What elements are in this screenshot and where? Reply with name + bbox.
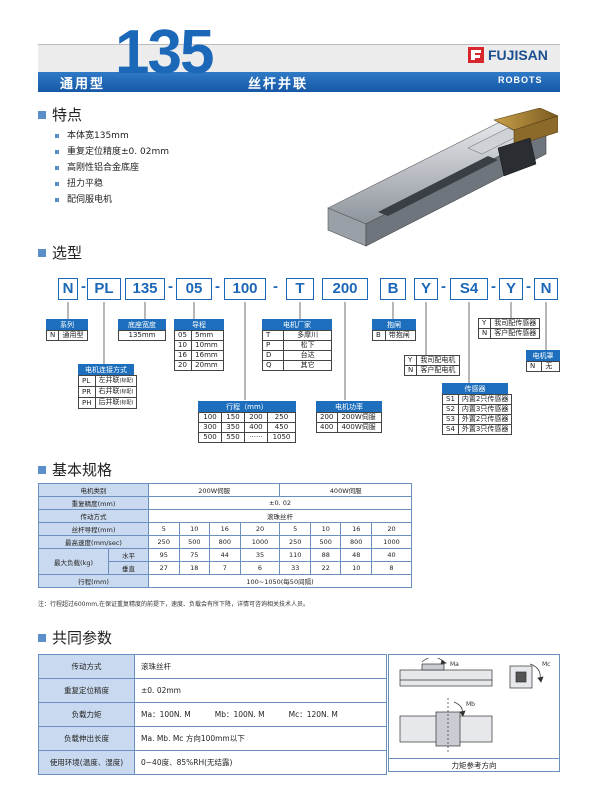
spec-table: 电机类别 200W伺服 400W伺服 重复精度(mm)±0. 02 传动方式滚珠…	[38, 483, 412, 588]
header-left-text: 通用型	[60, 77, 106, 92]
mb-label: Mb	[466, 701, 475, 708]
ma-label: Ma	[450, 661, 459, 668]
code-dash: -	[215, 278, 220, 295]
brake-header: 抱闸	[372, 319, 416, 330]
brand-sub: ROBOTS	[498, 75, 543, 85]
section-marker	[38, 249, 46, 257]
selection-title: 选型	[52, 244, 83, 262]
common-title: 共同参数	[52, 629, 113, 647]
feature-item: 配伺服电机	[55, 192, 112, 205]
brand-name: FUJISAN	[488, 47, 548, 63]
code-connection: PL	[87, 278, 121, 300]
code-motor-cover: N	[534, 278, 558, 300]
code-dash: -	[491, 278, 496, 295]
moment-figure	[388, 654, 560, 772]
spec-note: 注：行程超过600mm,在保证重复精度的前提下，速度、负载会有所下降，详情可咨询…	[38, 601, 310, 608]
spec-title: 基本规格	[52, 461, 113, 479]
power-header: 电机功率	[316, 401, 382, 412]
model-number: 135	[115, 18, 214, 87]
fujisan-logo-icon	[468, 47, 484, 63]
feature-item: 本体宽135mm	[55, 128, 129, 141]
code-sensor-choice: Y	[499, 278, 523, 300]
width-header: 底座宽度	[118, 319, 166, 330]
code-width: 135	[125, 278, 165, 300]
code-dash: -	[81, 278, 86, 295]
motor-cover-header: 电机罩	[526, 350, 560, 361]
code-sensor: S4	[450, 278, 488, 300]
feature-item: 扭力平稳	[55, 176, 103, 189]
features-title: 特点	[52, 106, 83, 124]
code-power: 200	[322, 278, 368, 300]
motor-maker-header: 电机厂家	[262, 319, 332, 330]
code-series: N	[58, 278, 78, 300]
mc-label: Mc	[542, 661, 550, 668]
code-dash: -	[168, 278, 173, 295]
feature-item: 重复定位精度±0. 02mm	[55, 144, 169, 157]
feature-item: 高刚性铝合金底座	[55, 160, 139, 173]
width-table: 135mm	[118, 330, 166, 341]
section-marker	[38, 466, 46, 474]
code-brake: B	[380, 278, 406, 300]
moment-diagram: Ma Mc Mb	[399, 658, 550, 754]
stroke-header: 行程（mm）	[198, 401, 296, 412]
product-illustration	[327, 108, 558, 247]
moment-figure-caption: 力矩参考方向	[388, 758, 560, 772]
selection-connectors	[67, 302, 547, 400]
code-motor-choice: Y	[414, 278, 438, 300]
code-dash: -	[441, 278, 446, 295]
code-motor-maker: T	[286, 278, 314, 300]
code-stroke: 100	[224, 278, 266, 300]
code-dash: -	[526, 278, 531, 295]
section-marker	[38, 634, 46, 642]
header-right-text: 丝杆并联	[248, 77, 309, 92]
code-lead: 05	[176, 278, 212, 300]
section-marker	[38, 111, 46, 119]
sensor-header: 传感器	[442, 383, 508, 394]
header-blue-band	[38, 72, 560, 92]
code-dash: -	[273, 278, 278, 295]
series-header: 系列	[46, 319, 88, 330]
connection-header: 电机连接方式	[78, 364, 134, 375]
lead-header: 导程	[174, 319, 224, 330]
